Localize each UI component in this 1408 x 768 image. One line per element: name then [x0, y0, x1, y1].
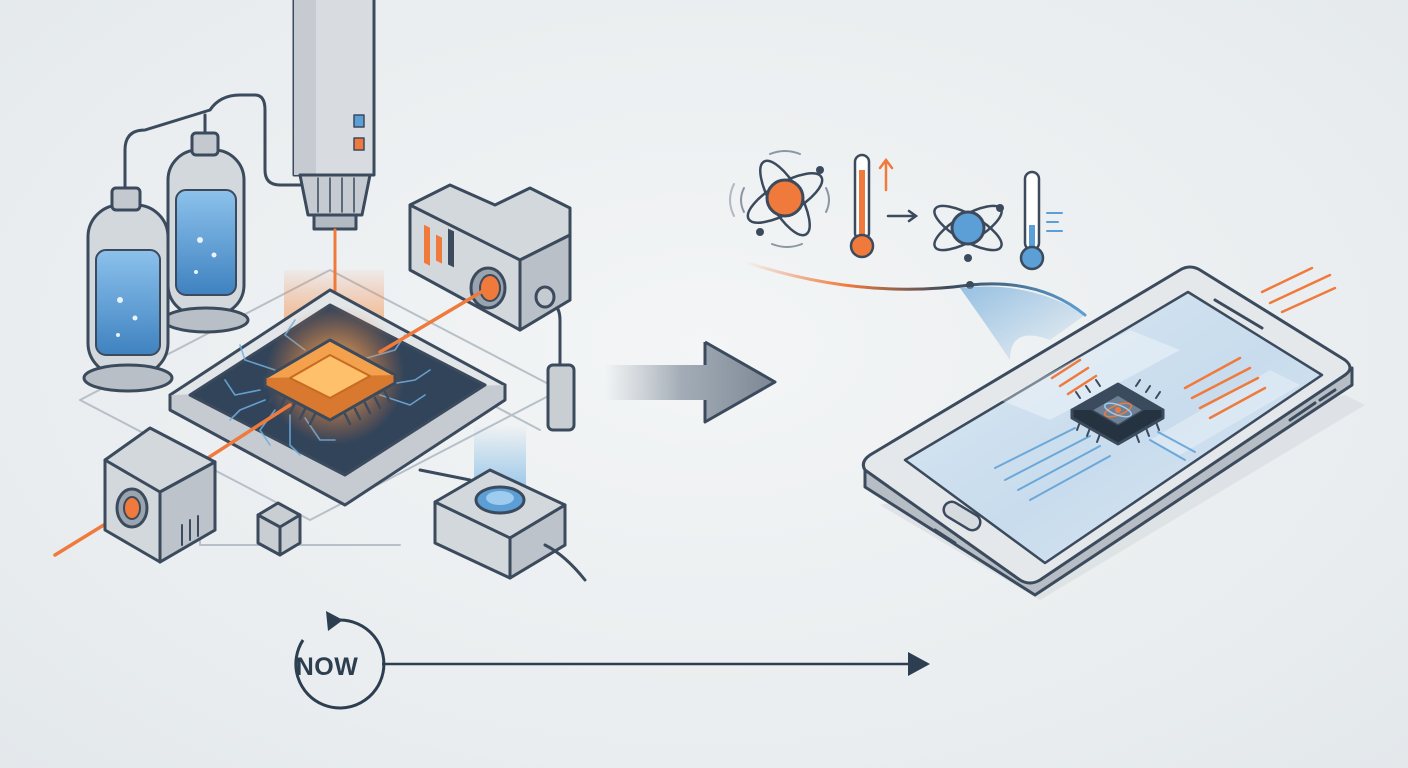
cold-atom-icon: [933, 204, 1004, 262]
speaker-grille: [1213, 298, 1264, 330]
timeline-arrowhead-icon: [908, 652, 930, 676]
cooling-transition: [729, 150, 1087, 360]
thermometer-rising-icon: [849, 153, 894, 259]
timeline: NOW: [294, 611, 930, 710]
gas-cylinder-icon: [162, 131, 250, 334]
gas-cylinder-icon: [82, 186, 174, 393]
probe-icon: [546, 363, 576, 432]
monitor-box-icon: [408, 183, 572, 332]
laser-emitter-icon: [292, 0, 376, 231]
home-button-icon[interactable]: [941, 499, 984, 533]
transition-curve: [743, 260, 1087, 317]
thermometer-low-icon: [1019, 170, 1063, 271]
connector-icon: [256, 501, 302, 557]
lab-setup: [53, 0, 587, 582]
quantum-chip-icon: [263, 305, 405, 445]
blue-wash: [960, 286, 1085, 360]
hot-atom-icon: [729, 150, 830, 248]
quantum-chip-icon: [1070, 379, 1165, 446]
cycle-arrow-icon: [294, 618, 386, 710]
smartphone-icon: [861, 265, 1365, 600]
laser-source-icon: [103, 426, 217, 564]
process-arrow-icon: [605, 340, 777, 424]
cooling-unit-icon: [433, 425, 587, 582]
transition-arrow-icon: [886, 209, 919, 223]
now-label: NOW: [296, 653, 359, 681]
